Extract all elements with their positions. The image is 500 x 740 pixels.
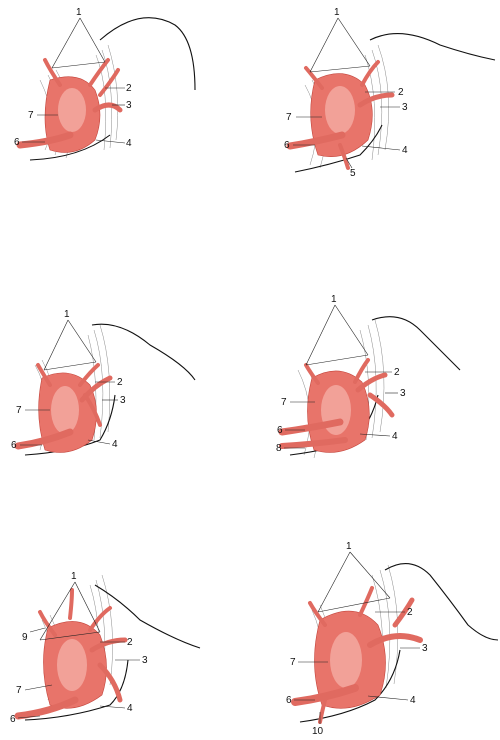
- label-10: 10: [312, 726, 324, 737]
- label-3: 3: [142, 655, 148, 666]
- label-3: 3: [400, 388, 406, 399]
- label-6: 6: [277, 425, 283, 436]
- label-4: 4: [126, 138, 132, 149]
- label-7: 7: [286, 112, 292, 123]
- femoral-vessels: [14, 588, 128, 720]
- label-2: 2: [394, 367, 400, 378]
- label-8: 8: [276, 443, 282, 454]
- femoral-vessels: [16, 58, 123, 153]
- label-4: 4: [127, 703, 133, 714]
- pointer-lines: [17, 581, 140, 719]
- thigh-contour: [94, 584, 201, 649]
- thigh-contour: [99, 17, 196, 91]
- groin-contour: [24, 659, 129, 721]
- panel-1: 1 2 3 7 6 4: [14, 7, 196, 161]
- label-3: 3: [120, 395, 126, 406]
- label-6: 6: [10, 714, 16, 725]
- label-2: 2: [407, 607, 413, 618]
- label-1: 1: [334, 7, 340, 18]
- label-2: 2: [127, 637, 133, 648]
- label-7: 7: [16, 405, 22, 416]
- thigh-contour: [369, 33, 496, 61]
- label-7: 7: [281, 397, 287, 408]
- pointer-lines: [20, 319, 118, 446]
- femoral-vessels: [278, 358, 395, 453]
- label-6: 6: [286, 695, 292, 706]
- label-4: 4: [410, 695, 416, 706]
- pointer-lines: [284, 304, 398, 449]
- femoral-vessels: [286, 60, 395, 170]
- groin-contour: [294, 124, 383, 173]
- femoral-vessels: [291, 586, 423, 724]
- femoral-vessels: [14, 363, 113, 453]
- label-2: 2: [126, 83, 132, 94]
- thigh-contour: [371, 316, 461, 371]
- label-6: 6: [284, 140, 290, 151]
- label-3: 3: [422, 643, 428, 654]
- panel-4: 1 2 3 7 6 4 8: [276, 294, 461, 459]
- label-3: 3: [402, 102, 408, 113]
- label-3: 3: [126, 100, 132, 111]
- pointer-lines: [293, 17, 401, 169]
- pointer-lines: [22, 17, 126, 144]
- label-1: 1: [64, 309, 70, 320]
- panel-5: 1 2 3 9 7 6 4: [10, 571, 201, 725]
- thigh-contour: [91, 323, 196, 381]
- label-2: 2: [117, 377, 123, 388]
- label-7: 7: [28, 110, 34, 121]
- thigh-contour: [384, 563, 499, 641]
- groin-contour: [29, 134, 111, 161]
- label-1: 1: [331, 294, 337, 305]
- label-7: 7: [16, 685, 22, 696]
- label-6: 6: [11, 440, 17, 451]
- label-4: 4: [402, 145, 408, 156]
- label-7: 7: [290, 657, 296, 668]
- panel-3: 1 2 3 7 6 4: [11, 309, 196, 456]
- label-1: 1: [346, 541, 352, 552]
- label-1: 1: [71, 571, 77, 582]
- groin-contour: [299, 649, 401, 723]
- label-6: 6: [14, 137, 20, 148]
- label-1: 1: [76, 7, 82, 18]
- panel-6: 1 2 3 7 6 4 10: [286, 541, 499, 737]
- label-9: 9: [22, 632, 28, 643]
- pointer-lines: [294, 551, 420, 724]
- label-4: 4: [112, 439, 118, 450]
- label-2: 2: [398, 87, 404, 98]
- groin-contour: [24, 394, 116, 456]
- panel-2: 1 2 3 7 6 4 5: [284, 7, 496, 179]
- label-5: 5: [350, 168, 356, 179]
- label-4: 4: [392, 431, 398, 442]
